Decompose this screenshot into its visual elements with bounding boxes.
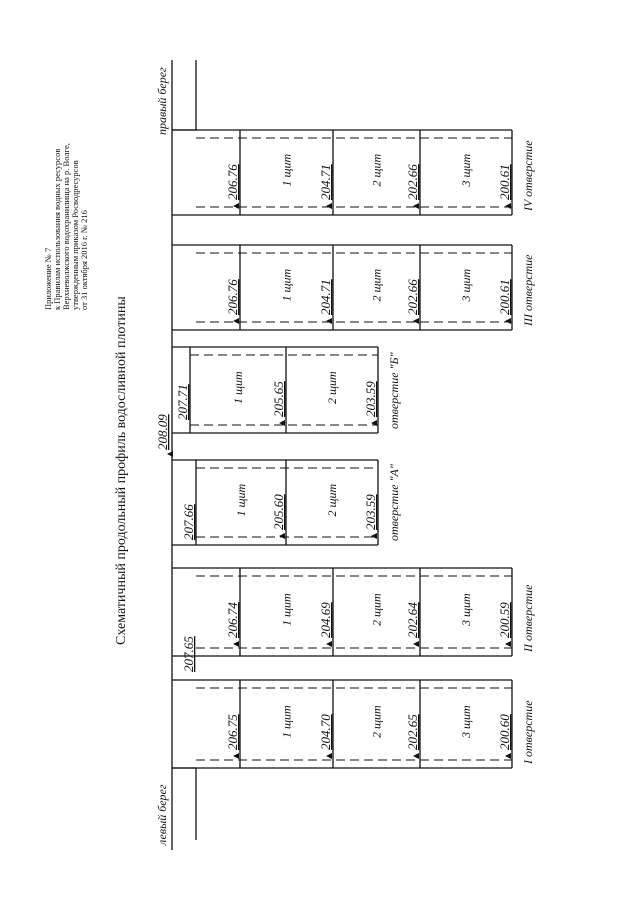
opening-label: II отверстие bbox=[521, 584, 535, 653]
shield-label: 1 щит bbox=[280, 705, 294, 738]
elevation-marker-icon bbox=[413, 641, 419, 647]
opening-1: 1 щит 2 щит 3 щит 206.75 204.70 202.65 200.60 I… bbox=[172, 636, 535, 769]
elevation-value: 204.69 bbox=[318, 602, 333, 638]
opening-top-elevation: 207.71 bbox=[175, 384, 190, 420]
shield-label: 1 щит bbox=[234, 483, 248, 516]
elevation-value: 204.70 bbox=[318, 714, 333, 750]
elevation-marker-icon bbox=[233, 203, 239, 209]
elevation-value: 200.61 bbox=[497, 164, 512, 200]
elevation-marker-icon bbox=[413, 753, 419, 759]
elevation-marker-icon bbox=[233, 318, 239, 324]
opening-label: отверстие "А" bbox=[387, 463, 401, 541]
shield-label: 3 щит bbox=[459, 153, 473, 187]
elevation-value: 202.66 bbox=[405, 164, 420, 200]
shield-label: 1 щит bbox=[280, 268, 294, 301]
elevation-marker-icon bbox=[233, 753, 239, 759]
right-bank-label: правый берег bbox=[155, 67, 169, 135]
shield-label: 1 щит bbox=[231, 371, 245, 404]
opening-top-elevation: 207.66 bbox=[181, 504, 196, 540]
elevation-value: 202.65 bbox=[405, 714, 420, 750]
elevation-marker-icon bbox=[326, 318, 332, 324]
opening-2: 1 щит 2 щит 3 щит 206.74 204.69 202.64 200.59 I… bbox=[172, 567, 535, 657]
elevation-marker-icon bbox=[279, 420, 285, 426]
shield-label: 3 щит bbox=[459, 268, 473, 302]
elevation-value: 203.59 bbox=[363, 381, 378, 417]
header-line-5: от 31 октября 2016 г. № 216 bbox=[79, 210, 89, 310]
elevation-value: 200.60 bbox=[497, 714, 512, 750]
opening-6: 1 щит 2 щит 3 щит 206.76 204.71 202.66 200.61 I… bbox=[172, 129, 535, 216]
opening-label: IV отверстие bbox=[521, 140, 535, 212]
elevation-value: 202.64 bbox=[405, 602, 420, 638]
elevation-value: 204.71 bbox=[318, 164, 333, 200]
header-block: Приложение № 7 к Правилам использования … bbox=[43, 143, 89, 310]
elevation-value: 200.59 bbox=[497, 602, 512, 638]
shield-label: 1 щит bbox=[280, 153, 294, 186]
elevation-value: 205.65 bbox=[271, 381, 286, 417]
elevation-marker-icon bbox=[505, 753, 511, 759]
opening-label: I отверстие bbox=[521, 700, 535, 765]
elevation-marker-icon bbox=[413, 203, 419, 209]
elevation-marker-icon bbox=[326, 641, 332, 647]
opening-3: 1 щит 2 щит 205.60 203.59 отверстие "А" 207.6… bbox=[172, 459, 401, 546]
left-bank-label: левый берег bbox=[155, 784, 169, 846]
shield-label: 2 щит bbox=[370, 705, 384, 738]
shield-label: 2 щит bbox=[325, 483, 339, 516]
header-line-3: Верхневолжского водохранилища на р. Волг… bbox=[61, 143, 71, 310]
page-title: Схематичный продольный профиль водосливн… bbox=[114, 296, 129, 645]
opening-label: III отверстие bbox=[521, 254, 535, 327]
elevation-marker-icon bbox=[167, 451, 173, 457]
elevation-value: 206.75 bbox=[225, 714, 240, 750]
shield-label: 2 щит bbox=[325, 371, 339, 404]
elevation-value: 205.60 bbox=[271, 494, 286, 530]
elevation-value: 204.71 bbox=[318, 279, 333, 315]
shield-label: 3 щит bbox=[459, 705, 473, 739]
elevation-marker-icon bbox=[505, 203, 511, 209]
top-elevation-marker: 208.09 bbox=[155, 414, 173, 457]
opening-5: 1 щит 2 щит 3 щит 206.76 204.71 202.66 200.61 I… bbox=[172, 244, 535, 331]
elevation-marker-icon bbox=[279, 533, 285, 539]
opening-top-elevation: 207.65 bbox=[181, 636, 196, 672]
shield-label: 1 щит bbox=[280, 593, 294, 626]
elevation-marker-icon bbox=[326, 753, 332, 759]
elevation-value: 203.59 bbox=[363, 494, 378, 530]
header-line-2: к Правилам использования водных ресурсов bbox=[52, 149, 62, 310]
elevation-value: 202.66 bbox=[405, 279, 420, 315]
top-elevation-value: 208.09 bbox=[155, 414, 170, 450]
elevation-marker-icon bbox=[371, 420, 377, 426]
elevation-value: 206.76 bbox=[225, 164, 240, 200]
elevation-value: 206.74 bbox=[225, 602, 240, 638]
opening-4: 1 щит 2 щит 205.65 203.59 отверстие "Б" 207.7… bbox=[172, 346, 401, 434]
elevation-value: 200.61 bbox=[497, 279, 512, 315]
header-line-1: Приложение № 7 bbox=[43, 248, 53, 310]
elevation-marker-icon bbox=[326, 203, 332, 209]
openings: 1 щит 2 щит 3 щит 206.75 204.70 202.65 200.60 I… bbox=[172, 129, 535, 769]
elevation-marker-icon bbox=[233, 641, 239, 647]
elevation-marker-icon bbox=[505, 318, 511, 324]
elevation-marker-icon bbox=[371, 533, 377, 539]
elevation-marker-icon bbox=[505, 641, 511, 647]
shield-label: 2 щит bbox=[370, 153, 384, 186]
elevation-marker-icon bbox=[413, 318, 419, 324]
shield-label: 2 щит bbox=[370, 593, 384, 626]
elevation-value: 206.76 bbox=[225, 279, 240, 315]
shield-label: 3 щит bbox=[459, 593, 473, 627]
shield-label: 2 щит bbox=[370, 268, 384, 301]
opening-label: отверстие "Б" bbox=[387, 351, 401, 429]
header-line-4: утвержденным приказом Росводресурсов bbox=[70, 160, 80, 310]
